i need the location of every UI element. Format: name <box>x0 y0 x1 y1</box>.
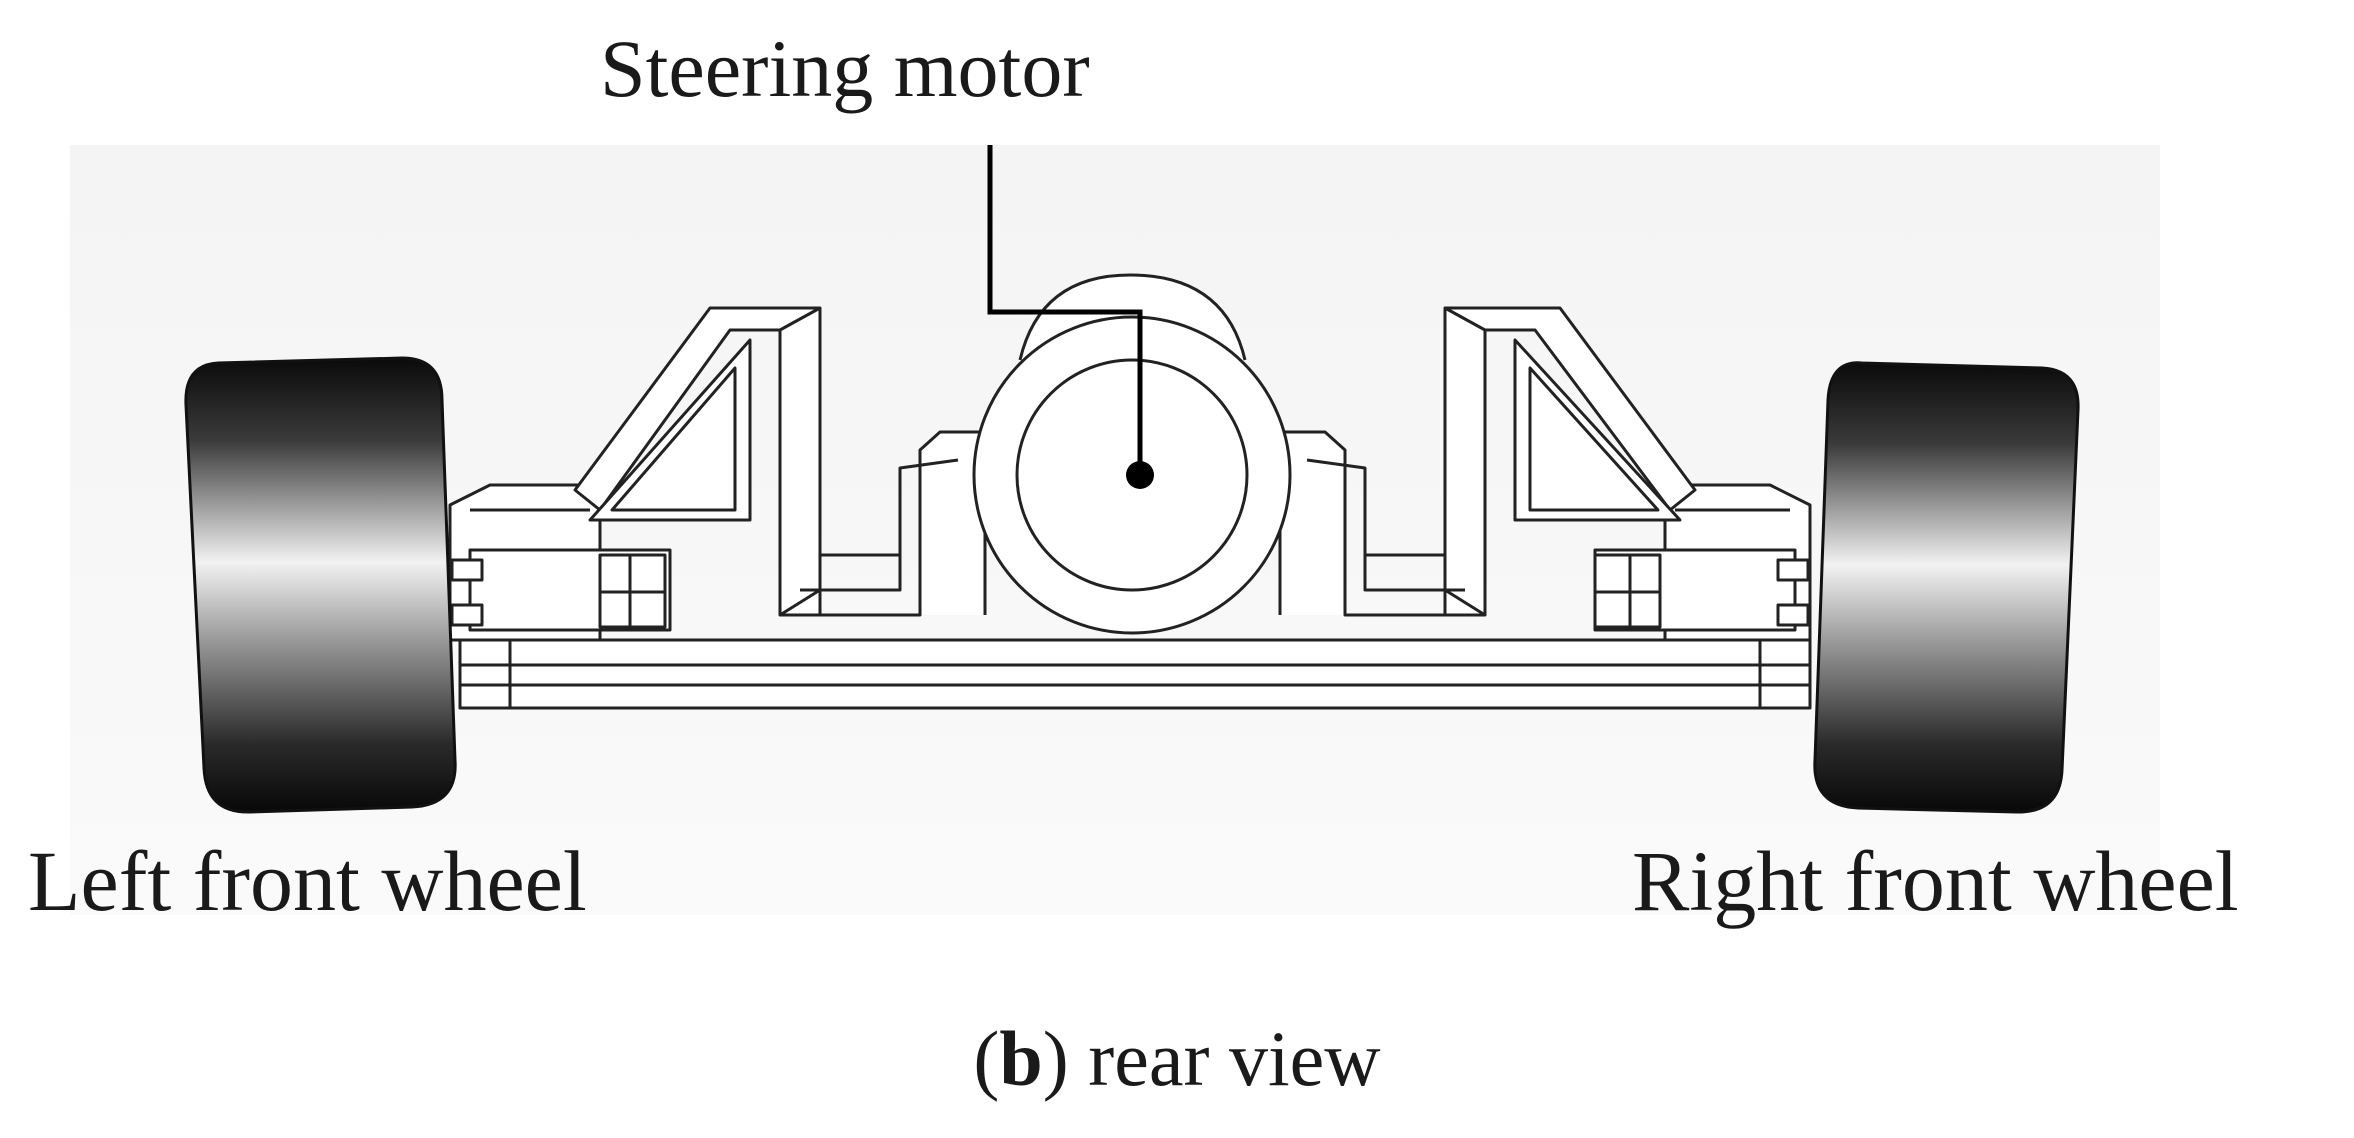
axle-beam <box>458 638 1812 710</box>
leader-dot <box>1126 461 1154 489</box>
caption-text: ) rear view <box>1042 1015 1381 1102</box>
steering-motor-label: Steering motor <box>600 23 1090 114</box>
left-motor-bracket <box>779 430 987 617</box>
figure-caption: (b) rear view <box>0 1020 2354 1098</box>
steering-motor-leader <box>987 145 1143 475</box>
right-front-tire <box>1813 361 2080 814</box>
right-knuckle-bracket <box>1593 483 1812 642</box>
left-knuckle-bracket <box>448 483 672 642</box>
caption-letter: b <box>999 1015 1043 1102</box>
left-front-wheel-label: Left front wheel <box>28 833 587 929</box>
right-front-wheel-label: Right front wheel <box>1632 833 2239 929</box>
left-front-tire <box>184 356 457 814</box>
caption-open-paren: ( <box>973 1015 1000 1102</box>
